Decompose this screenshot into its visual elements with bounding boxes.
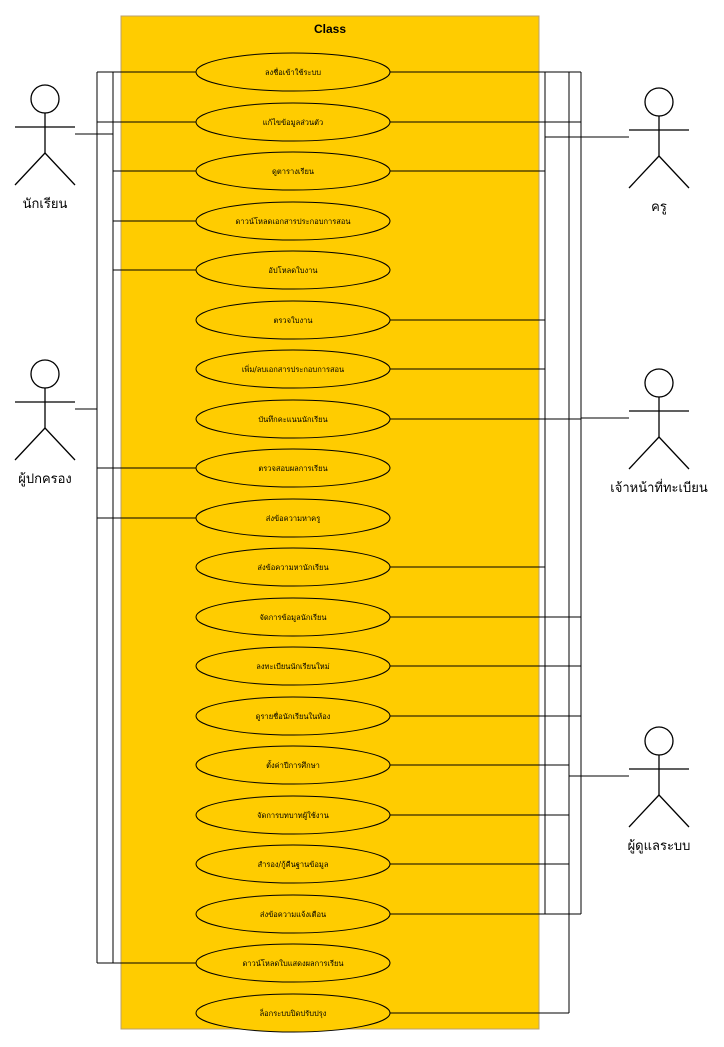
use-case-ellipse[interactable] bbox=[195, 745, 391, 785]
use-case-view-class-list[interactable]: ดูรายชื่อนักเรียนในห้อง bbox=[195, 696, 391, 736]
use-case-ellipse[interactable] bbox=[195, 250, 391, 290]
use-case-ellipse[interactable] bbox=[195, 646, 391, 686]
use-case-ellipse[interactable] bbox=[195, 993, 391, 1033]
use-case-label: ส่งข้อความหานักเรียน bbox=[257, 563, 328, 572]
use-case-add-remove-materials[interactable]: เพิ่ม/ลบเอกสารประกอบการสอน bbox=[195, 349, 391, 389]
use-case-download-materials[interactable]: ดาวน์โหลดเอกสารประกอบการสอน bbox=[195, 201, 391, 241]
use-case-ellipse[interactable] bbox=[195, 102, 391, 142]
actor-admin[interactable]: ผู้ดูแลระบบ bbox=[628, 726, 691, 854]
use-case-edit-profile[interactable]: แก้ไขข้อมูลส่วนตัว bbox=[195, 102, 391, 142]
actor-left-leg bbox=[628, 155, 660, 189]
use-case-manage-user-roles[interactable]: จัดการบทบาทผู้ใช้งาน bbox=[195, 795, 391, 835]
use-case-label: ลงทะเบียนนักเรียนใหม่ bbox=[256, 662, 329, 671]
use-case-ellipse[interactable] bbox=[195, 448, 391, 488]
use-case-ellipse[interactable] bbox=[195, 844, 391, 884]
use-case-label: ล็อกระบบปิดปรับปรุง bbox=[260, 1008, 327, 1018]
use-case-label: อัปโหลดใบงาน bbox=[268, 266, 317, 275]
use-case-ellipse[interactable] bbox=[195, 894, 391, 934]
use-case-label: ดาวน์โหลดใบแสดงผลการเรียน bbox=[242, 959, 343, 968]
use-case-ellipse[interactable] bbox=[195, 201, 391, 241]
associations-parent bbox=[75, 71, 196, 964]
use-case-label: บันทึกคะแนนนักเรียน bbox=[258, 415, 327, 424]
use-case-manage-student-data[interactable]: จัดการข้อมูลนักเรียน bbox=[195, 597, 391, 637]
actor-left-leg bbox=[628, 794, 660, 828]
use-case-ellipse[interactable] bbox=[195, 300, 391, 340]
use-case-backup-restore[interactable]: สำรอง/กู้คืนฐานข้อมูล bbox=[195, 844, 391, 884]
use-case-view-timetable[interactable]: ดูตารางเรียน bbox=[195, 151, 391, 191]
actor-label: นักเรียน bbox=[23, 196, 68, 212]
association-lines bbox=[75, 71, 629, 1014]
use-case-label: ดูตารางเรียน bbox=[272, 167, 314, 176]
use-case-download-report[interactable]: ดาวน์โหลดใบแสดงผลการเรียน bbox=[195, 943, 391, 983]
use-case-label: ดาวน์โหลดเอกสารประกอบการสอน bbox=[236, 217, 351, 226]
use-case-ellipse[interactable] bbox=[195, 498, 391, 538]
use-case-label: ตั้งค่าปีการศึกษา bbox=[266, 760, 320, 770]
actor-head bbox=[30, 359, 60, 389]
use-cases: ลงชื่อเข้าใช้ระบบแก้ไขข้อมูลส่วนตัวดูตาร… bbox=[195, 52, 391, 1033]
actors: นักเรียนผู้ปกครอง ครูเจ้าหน้าที่ทะเบียนผู… bbox=[14, 84, 708, 854]
use-case-label: ส่งข้อความหาครู bbox=[266, 514, 320, 523]
use-case-ellipse[interactable] bbox=[195, 399, 391, 439]
actor-student[interactable]: นักเรียน bbox=[14, 84, 76, 212]
actor-label: ผู้ดูแลระบบ bbox=[628, 839, 691, 854]
use-case-ellipse[interactable] bbox=[195, 943, 391, 983]
use-case-ellipse[interactable] bbox=[195, 151, 391, 191]
use-case-maintenance-lock[interactable]: ล็อกระบบปิดปรับปรุง bbox=[195, 993, 391, 1033]
actor-left-leg bbox=[628, 436, 660, 470]
actor-left-leg bbox=[14, 152, 46, 186]
use-case-label: ลงชื่อเข้าใช้ระบบ bbox=[265, 67, 321, 77]
associations-admin bbox=[390, 71, 629, 1014]
actor-label: ผู้ปกครอง bbox=[18, 472, 72, 487]
use-case-ellipse[interactable] bbox=[195, 52, 391, 92]
actor-right-leg bbox=[44, 427, 76, 461]
actor-teacher[interactable]: ครู bbox=[628, 87, 690, 215]
actor-registrar[interactable]: เจ้าหน้าที่ทะเบียน bbox=[610, 368, 708, 496]
actor-label: ครู bbox=[651, 200, 667, 215]
actor-label: เจ้าหน้าที่ทะเบียน bbox=[610, 479, 708, 496]
use-case-ellipse[interactable] bbox=[195, 597, 391, 637]
actor-right-leg bbox=[658, 155, 690, 189]
use-case-check-results[interactable]: ตรวจสอบผลการเรียน bbox=[195, 448, 391, 488]
actor-head bbox=[30, 84, 60, 114]
use-case-message-teacher[interactable]: ส่งข้อความหาครู bbox=[195, 498, 391, 538]
use-case-ellipse[interactable] bbox=[195, 696, 391, 736]
use-case-ellipse[interactable] bbox=[195, 547, 391, 587]
use-case-send-notification[interactable]: ส่งข้อความแจ้งเตือน bbox=[195, 894, 391, 934]
use-case-register-student[interactable]: ลงทะเบียนนักเรียนใหม่ bbox=[195, 646, 391, 686]
use-case-label: ตรวจสอบผลการเรียน bbox=[258, 464, 327, 473]
use-case-grade-work[interactable]: ตรวจใบงาน bbox=[195, 300, 391, 340]
actor-right-leg bbox=[658, 794, 690, 828]
use-case-upload-work[interactable]: อัปโหลดใบงาน bbox=[195, 250, 391, 290]
use-case-label: ตรวจใบงาน bbox=[274, 316, 313, 325]
use-case-message-student[interactable]: ส่งข้อความหานักเรียน bbox=[195, 547, 391, 587]
actor-head bbox=[644, 87, 674, 117]
actor-head bbox=[644, 368, 674, 398]
use-case-ellipse[interactable] bbox=[195, 795, 391, 835]
actor-right-leg bbox=[44, 152, 76, 186]
use-case-login[interactable]: ลงชื่อเข้าใช้ระบบ bbox=[195, 52, 391, 92]
system-title: Class bbox=[314, 22, 346, 36]
actor-right-leg bbox=[658, 436, 690, 470]
actor-left-leg bbox=[14, 427, 46, 461]
use-case-set-academic-year[interactable]: ตั้งค่าปีการศึกษา bbox=[195, 745, 391, 785]
use-case-label: สำรอง/กู้คืนฐานข้อมูล bbox=[258, 860, 329, 869]
use-case-label: แก้ไขข้อมูลส่วนตัว bbox=[263, 118, 323, 127]
use-case-label: ดูรายชื่อนักเรียนในห้อง bbox=[256, 711, 331, 721]
use-case-label: ส่งข้อความแจ้งเตือน bbox=[260, 910, 326, 919]
use-case-label: เพิ่ม/ลบเอกสารประกอบการสอน bbox=[242, 364, 344, 374]
actor-head bbox=[644, 726, 674, 756]
use-case-label: จัดการบทบาทผู้ใช้งาน bbox=[257, 811, 329, 820]
actor-parent[interactable]: ผู้ปกครอง bbox=[14, 359, 76, 487]
use-case-ellipse[interactable] bbox=[195, 349, 391, 389]
use-case-record-scores[interactable]: บันทึกคะแนนนักเรียน bbox=[195, 399, 391, 439]
use-case-label: จัดการข้อมูลนักเรียน bbox=[260, 613, 327, 622]
